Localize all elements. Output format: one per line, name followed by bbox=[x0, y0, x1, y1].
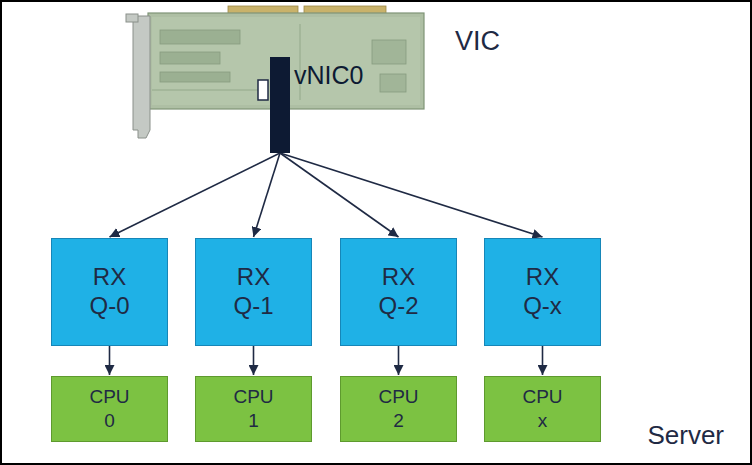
queue-arrow bbox=[280, 153, 399, 237]
cpu-box: CPU 0 bbox=[51, 376, 168, 442]
rx-queue-box: RX Q-x bbox=[484, 238, 601, 346]
rx-queue-box-label: RX Q-2 bbox=[367, 263, 429, 321]
cpu-box-label: CPU 2 bbox=[375, 385, 423, 433]
queue-arrow bbox=[542, 346, 544, 375]
queue-arrow bbox=[280, 153, 543, 237]
vnic-port: vNIC0 bbox=[270, 57, 290, 153]
queue-arrow bbox=[109, 346, 111, 375]
cpu-box: CPU 2 bbox=[340, 376, 457, 442]
rx-queue-box-label: RX Q-0 bbox=[78, 263, 140, 321]
rx-queue-box: RX Q-0 bbox=[51, 238, 168, 346]
queue-arrow bbox=[398, 346, 400, 375]
rx-queue-box-label: RX Q-x bbox=[511, 263, 573, 321]
queue-arrow bbox=[110, 153, 281, 237]
card-name: VIC bbox=[455, 26, 500, 57]
server-label: Server bbox=[647, 420, 724, 451]
cpu-box: CPU x bbox=[484, 376, 601, 442]
vnic-label: vNIC0 bbox=[294, 61, 363, 90]
cpu-box-label: CPU 1 bbox=[230, 385, 278, 433]
rx-queue-box-label: RX Q-1 bbox=[222, 263, 284, 321]
cpu-box: CPU 1 bbox=[195, 376, 312, 442]
queue-arrow bbox=[253, 346, 255, 375]
rx-queue-box: RX Q-2 bbox=[340, 238, 457, 346]
queue-arrow bbox=[254, 153, 281, 237]
cpu-box-label: CPU x bbox=[519, 385, 567, 433]
rx-queue-box: RX Q-1 bbox=[195, 238, 312, 346]
cpu-box-label: CPU 0 bbox=[86, 385, 134, 433]
